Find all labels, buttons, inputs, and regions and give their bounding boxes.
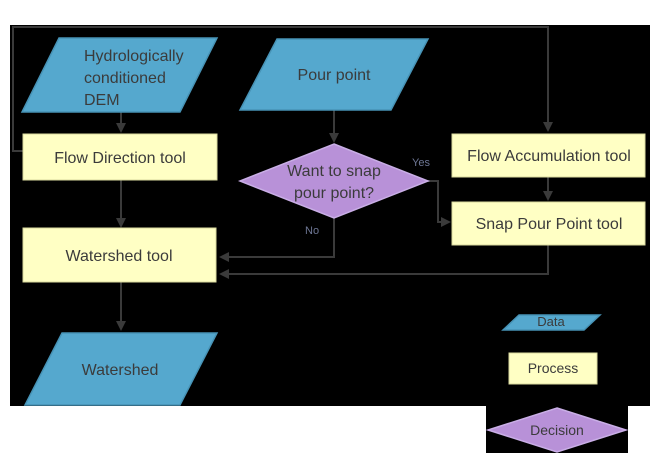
flow-accumulation-label: Flow Accumulation tool (467, 148, 631, 165)
decision-label-line1: Want to snap (287, 163, 381, 180)
legend: Data Process Decision (485, 314, 629, 453)
watershed-tool-label: Watershed tool (65, 248, 172, 265)
node-pour-point: Pour point (238, 38, 430, 111)
node-flow-accumulation: Flow Accumulation tool (451, 133, 646, 178)
legend-decision-label: Decision (530, 422, 584, 438)
edge-decision-yes-to-snap-pour-point (428, 180, 451, 227)
flow-accumulation-box (451, 133, 646, 178)
legend-data-shape (501, 314, 602, 331)
snap-pour-point-label: Snap Pour Point tool (476, 216, 623, 233)
node-snap-decision: Want to snap pour point? (237, 143, 431, 219)
edge-label-yes: Yes (412, 157, 430, 169)
dem-label-line1: Hydrologically (84, 48, 184, 65)
watershed-label: Watershed (82, 362, 159, 379)
decision-label-line2: pour point? (294, 185, 374, 202)
legend-data-label: Data (537, 314, 565, 329)
legend-decision-shape (485, 407, 629, 453)
watershed-tool-box (22, 227, 217, 283)
pour-point-label: Pour point (298, 67, 371, 84)
flow-direction-label: Flow Direction tool (54, 150, 186, 167)
legend-process-shape (508, 352, 598, 385)
snap-pour-point-box (451, 201, 646, 246)
dem-label-line2: conditioned (84, 70, 166, 87)
dem-label-line3: DEM (84, 92, 120, 109)
node-flow-direction: Flow Direction tool (22, 133, 218, 181)
node-watershed-tool: Watershed tool (22, 227, 217, 283)
legend-process-label: Process (528, 360, 579, 376)
node-dem: Hydrologically conditioned DEM (20, 37, 219, 113)
watershed-parallelogram (23, 332, 219, 406)
edge-decision-no-to-watershed-tool (219, 218, 335, 262)
pour-point-parallelogram (238, 38, 430, 111)
node-watershed: Watershed (23, 332, 219, 406)
decision-diamond (237, 143, 431, 219)
flow-direction-box (22, 133, 218, 181)
edge-flow-direction-to-flow-accumulation (12, 26, 553, 152)
node-snap-pour-point: Snap Pour Point tool (451, 201, 646, 246)
edge-snap-pour-point-to-watershed-tool (219, 245, 549, 279)
edge-label-no: No (305, 225, 319, 237)
dem-parallelogram (20, 37, 219, 113)
